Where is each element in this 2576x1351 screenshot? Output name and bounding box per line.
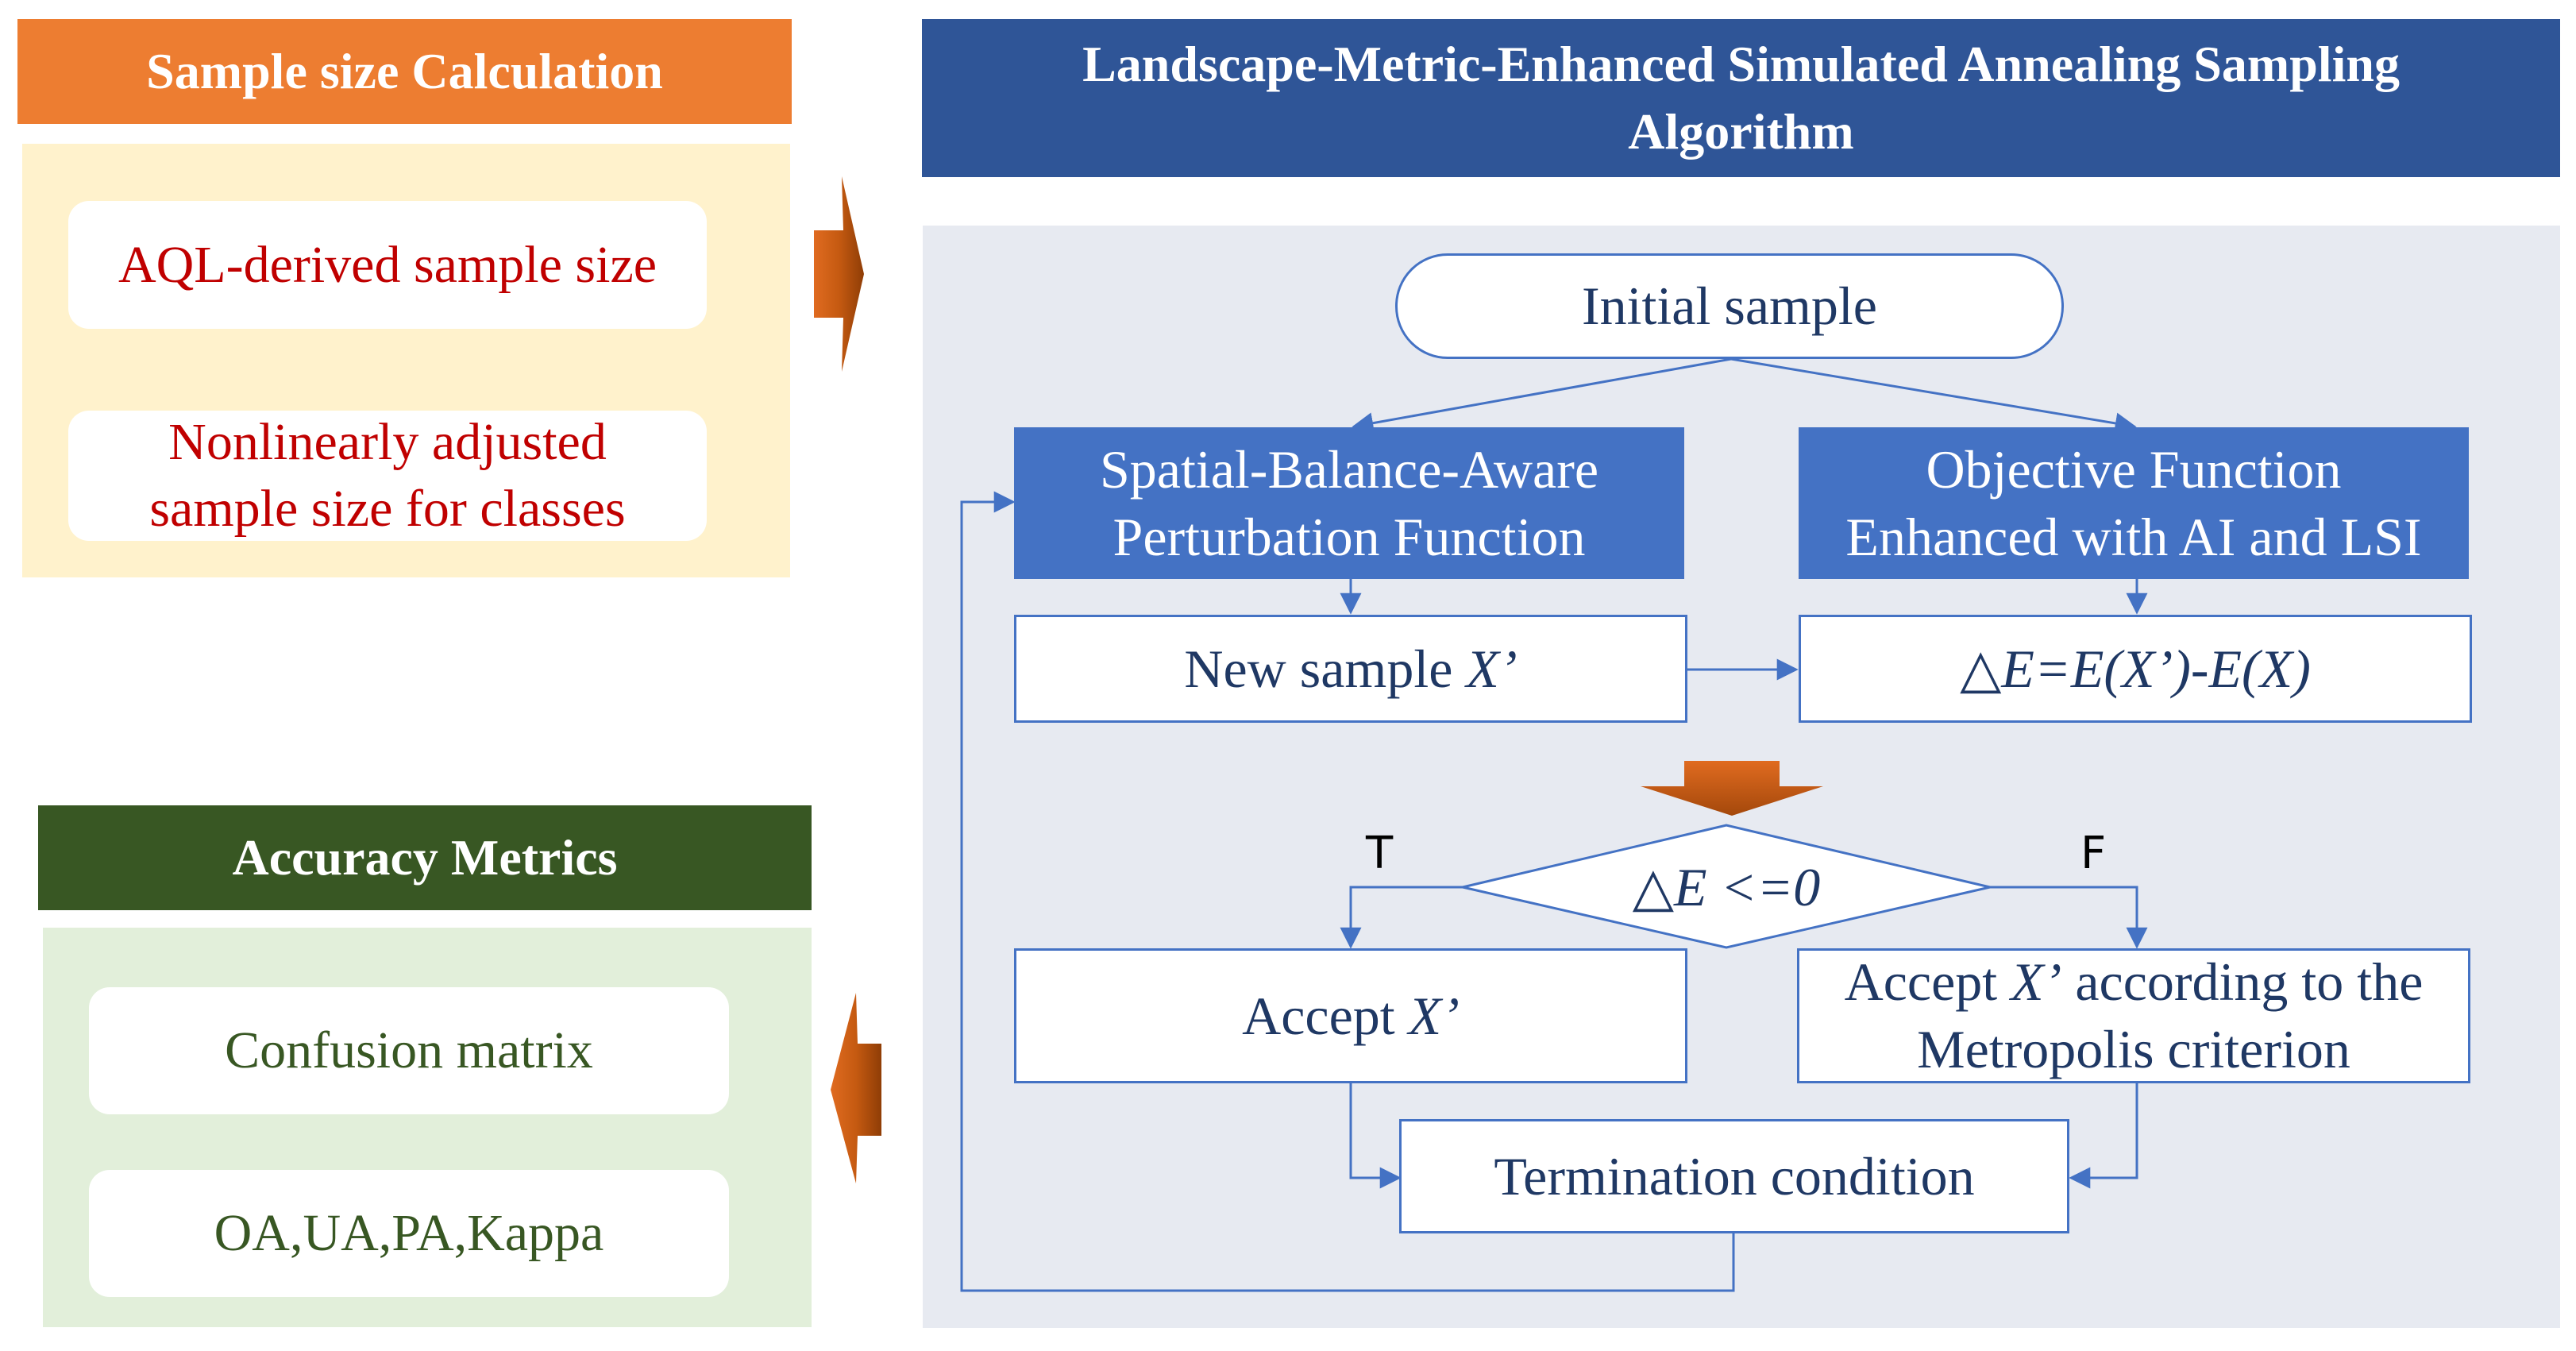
metropolis-text: Accept X’ according to the Metropolis cr… — [1823, 948, 2444, 1083]
arrow-initial-to-perturbation — [1352, 357, 1732, 434]
metropolis-prefix: Accept — [1844, 951, 2011, 1012]
initial-sample-label: Initial sample — [1581, 276, 1877, 336]
delta-e-label: △E=E(X’)-E(X) — [1960, 638, 2311, 699]
confusion-matrix-label: Confusion matrix — [225, 1021, 593, 1080]
arrow-metropolis-to-termination — [2069, 1083, 2138, 1189]
initial-sample-node: Initial sample — [1395, 253, 2064, 359]
new-sample-node: New sample X’ — [1014, 615, 1687, 723]
down-arrow-icon — [1641, 761, 1823, 816]
accept-node: Accept X’ — [1014, 948, 1687, 1083]
accuracy-header: Accuracy Metrics — [38, 805, 812, 910]
aql-sample-size-box: AQL-derived sample size — [68, 201, 707, 329]
arrow-initial-to-objective — [1730, 357, 2137, 434]
right-arrow-icon — [814, 176, 864, 372]
new-sample-text: New sample X’ — [1184, 635, 1517, 703]
left-arrow-icon — [831, 993, 881, 1183]
aql-sample-size-label: AQL-derived sample size — [118, 235, 657, 294]
objective-label: Objective Function Enhanced with AI and … — [1845, 438, 2422, 567]
accept-prefix: Accept — [1242, 985, 1409, 1046]
metrics-label: OA,UA,PA,Kappa — [214, 1204, 604, 1263]
adjusted-sample-size-box: Nonlinearly adjusted sample size for cla… — [68, 411, 707, 541]
decision-label: △E <=0 — [1633, 856, 1821, 919]
new-sample-var: X’ — [1466, 638, 1517, 699]
metrics-box: OA,UA,PA,Kappa — [89, 1170, 729, 1297]
arrow-accept-to-termination — [1349, 1083, 1402, 1189]
termination-node: Termination condition — [1399, 1119, 2069, 1233]
metropolis-node: Accept X’ according to the Metropolis cr… — [1797, 948, 2470, 1083]
perturbation-label: Spatial-Balance-Aware Perturbation Funct… — [1099, 438, 1599, 567]
objective-node: Objective Function Enhanced with AI and … — [1799, 427, 2469, 579]
sample-size-title: Sample size Calculation — [146, 43, 663, 100]
delta-e-node: △E=E(X’)-E(X) — [1799, 615, 2472, 723]
metropolis-var: X’ — [2011, 951, 2062, 1012]
algorithm-title: Landscape-Metric-Enhanced Simulated Anne… — [1082, 36, 2400, 160]
decision-text: △E <=0 — [1632, 856, 1821, 917]
new-sample-prefix: New sample — [1184, 638, 1467, 699]
decision-label-wrap: △E <=0 — [1556, 850, 1896, 924]
adjusted-sample-size-label: Nonlinearly adjusted sample size for cla… — [149, 413, 626, 538]
arrow-false-branch — [1990, 886, 2148, 949]
arrow-true-branch — [1340, 886, 1463, 949]
perturbation-node: Spatial-Balance-Aware Perturbation Funct… — [1014, 427, 1684, 579]
algorithm-header: Landscape-Metric-Enhanced Simulated Anne… — [922, 19, 2560, 177]
sample-size-header: Sample size Calculation — [17, 19, 792, 124]
accept-text: Accept X’ — [1242, 982, 1460, 1050]
termination-label: Termination condition — [1494, 1145, 1975, 1206]
arrow-loop-back — [960, 491, 1735, 1292]
false-label: F — [2080, 828, 2107, 879]
accept-var: X’ — [1408, 985, 1460, 1046]
accuracy-title: Accuracy Metrics — [232, 829, 618, 886]
true-label: T — [1366, 828, 1394, 879]
metropolis-suffix: according to the Metropolis criterion — [1917, 951, 2437, 1079]
confusion-matrix-box: Confusion matrix — [89, 987, 729, 1114]
